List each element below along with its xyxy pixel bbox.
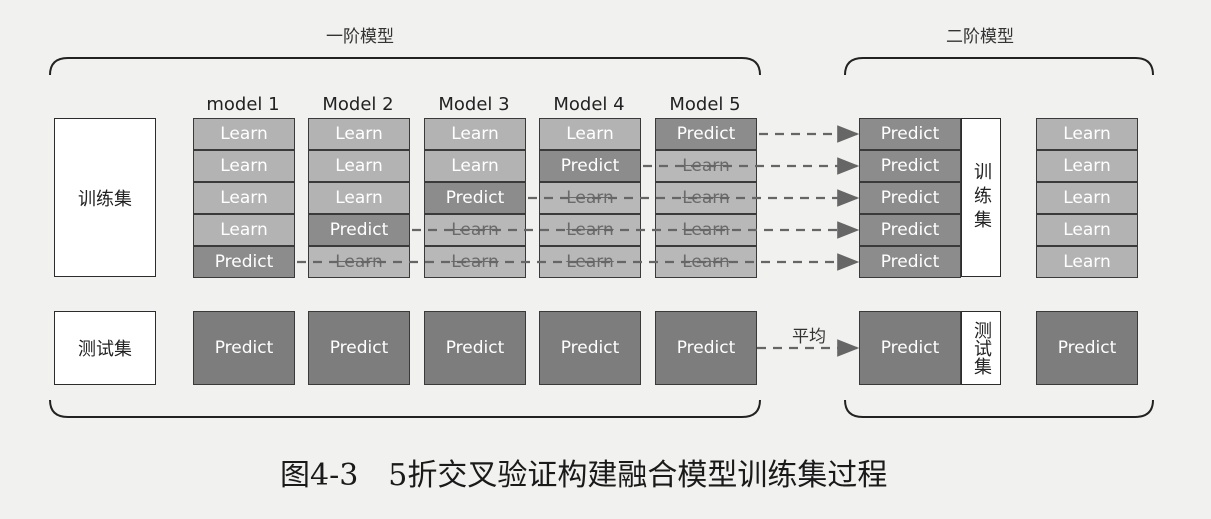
fold-cell-r3-m4: Learn [539,182,641,214]
stage2-model-cell-4: Learn [1036,214,1138,246]
fold-cell-r1-m1: Learn [193,118,295,150]
fold-cell-r4-m2: Predict [308,214,410,246]
fold-cell-r4-m3: Learn [424,214,526,246]
average-label: 平均 [792,327,826,347]
test-set-label: 测试集 [78,339,132,360]
train-set-box: 训练集 [54,118,156,277]
test-predict-m4: Predict [539,311,641,385]
fold-cell-r5-m1: Predict [193,246,295,278]
fold-cell-r2-m2: Learn [308,150,410,182]
stage1-title: 一阶模型 [326,27,394,47]
stage1-top-bracket [49,57,761,76]
fold-cell-r4-m1: Learn [193,214,295,246]
model-label-3: Model 3 [438,94,510,115]
fold-cell-r1-m4: Learn [539,118,641,150]
fold-cell-r5-m3: Learn [424,246,526,278]
fold-cell-r3-m5: Learn [655,182,757,214]
stage2-model-cell-3: Learn [1036,182,1138,214]
stage2-test-predict-text: Predict [880,338,940,358]
stage2-train-label-box: 训练集 [961,118,1001,277]
stage2-test-predict: Predict [859,311,961,385]
stage2-test-result: Predict [1036,311,1138,385]
fold-cell-r5-m2: Learn [308,246,410,278]
model-label-1: model 1 [206,94,280,115]
stage2-model-cell-1: Learn [1036,118,1138,150]
fold-cell-r2-m4: Predict [539,150,641,182]
test-predict-m1: Predict [193,311,295,385]
fold-cell-r3-m2: Learn [308,182,410,214]
fold-cell-r2-m3: Learn [424,150,526,182]
stage2-train-cell-1: Predict [859,118,961,150]
stage2-bottom-bracket [844,399,1154,418]
stage2-model-cell-2: Learn [1036,150,1138,182]
stage2-train-cell-2: Predict [859,150,961,182]
stage2-test-result-text: Predict [1057,338,1117,358]
fold-cell-r4-m4: Learn [539,214,641,246]
fold-cell-r5-m4: Learn [539,246,641,278]
model-label-2: Model 2 [322,94,394,115]
fold-cell-r3-m1: Learn [193,182,295,214]
stage1-bottom-bracket [49,399,761,418]
fold-cell-r2-m5: Learn [655,150,757,182]
train-set-label: 训练集 [78,188,132,210]
model-label-5: Model 5 [669,94,741,115]
test-predict-m2: Predict [308,311,410,385]
model-label-4: Model 4 [553,94,625,115]
fold-cell-r1-m5: Predict [655,118,757,150]
fold-cell-r1-m3: Learn [424,118,526,150]
stage2-train-cell-3: Predict [859,182,961,214]
fold-cell-r3-m3: Predict [424,182,526,214]
test-predict-m3: Predict [424,311,526,385]
stage2-train-cell-4: Predict [859,214,961,246]
fold-cell-r4-m5: Learn [655,214,757,246]
stage2-test-label-box: 测试集 [961,311,1001,385]
figure-caption: 图4-3 5折交叉验证构建融合模型训练集过程 [280,458,888,493]
fold-cell-r1-m2: Learn [308,118,410,150]
test-set-box: 测试集 [54,311,156,385]
stage2-model-cell-5: Learn [1036,246,1138,278]
stage2-test-label: 测试集 [971,321,992,375]
fold-cell-r2-m1: Learn [193,150,295,182]
test-predict-m5: Predict [655,311,757,385]
fold-cell-r5-m5: Learn [655,246,757,278]
stage2-title: 二阶模型 [946,27,1014,47]
stage2-train-cell-5: Predict [859,246,961,278]
stage2-train-label: 训练集 [971,161,992,234]
stage2-top-bracket [844,57,1154,76]
